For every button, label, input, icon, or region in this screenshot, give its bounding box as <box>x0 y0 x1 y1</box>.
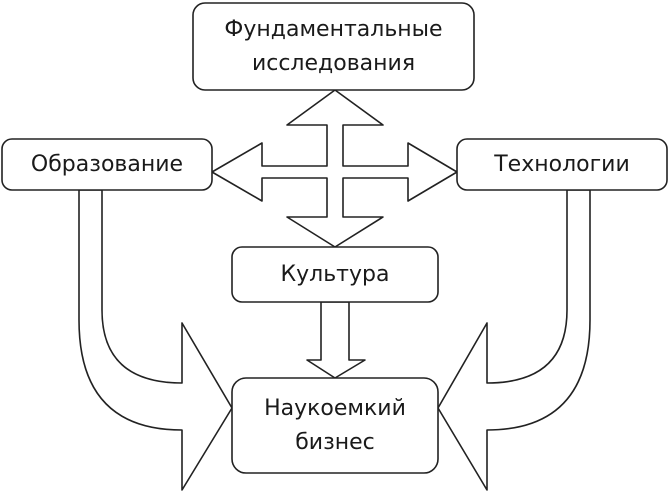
box-education <box>1 138 213 191</box>
label-education: Образование <box>30 151 184 177</box>
arrow-technology-to-business <box>437 189 591 491</box>
label-culture: Культура <box>280 261 390 287</box>
arrow-education-to-business <box>78 189 233 491</box>
arrow-culture-to-business <box>306 301 366 379</box>
box-culture <box>231 246 439 303</box>
label-business: Наукоемкий бизнес <box>264 395 406 455</box>
cross-arrow <box>211 89 458 248</box>
box-business <box>231 377 439 474</box>
box-technology <box>456 138 668 191</box>
box-fundamental <box>192 2 475 91</box>
label-technology: Технологии <box>494 151 630 177</box>
label-fundamental: Фундаментальные исследования <box>224 16 443 76</box>
